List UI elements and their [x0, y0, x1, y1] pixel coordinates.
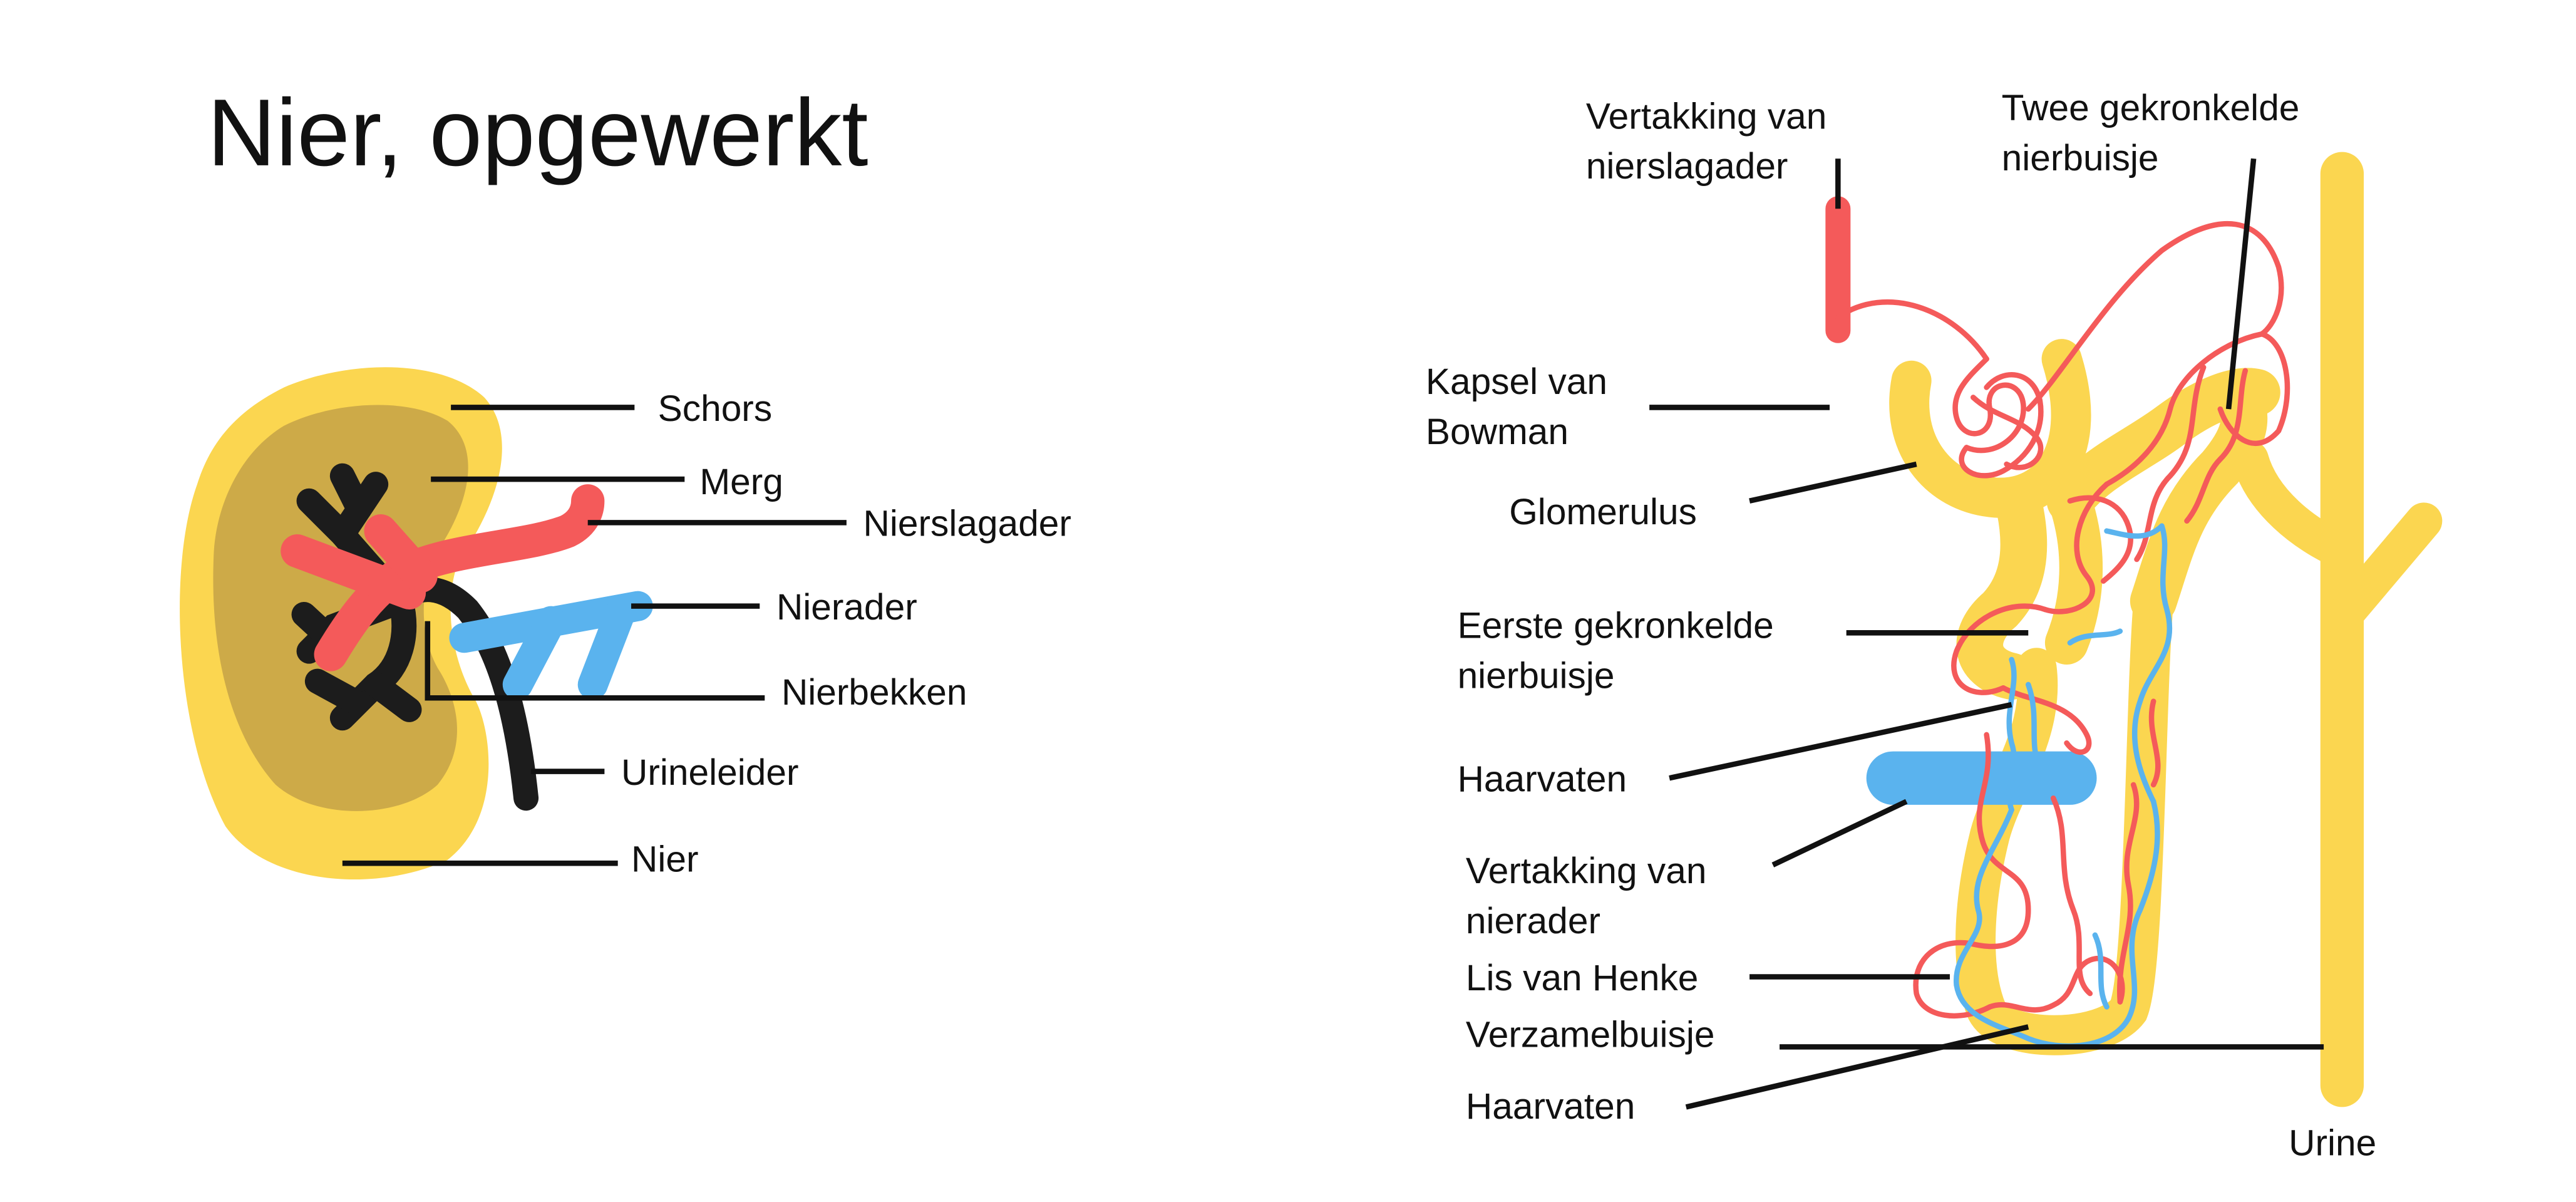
label-schors: Schors	[658, 388, 772, 429]
right-leader-lines	[1649, 158, 2324, 1110]
label-nierader: Nierader	[776, 587, 917, 628]
label-vertakking-ader-1: Vertakking van	[1466, 851, 1707, 891]
label-urineleider: Urineleider	[621, 752, 798, 793]
label-verzamelbuisje: Verzamelbuisje	[1466, 1014, 1715, 1055]
kidney-illustration: Nier, opgewerkt Schors Merg Nierslagader…	[180, 80, 1071, 880]
nephron-illustration: Vertakking van nierslagader Twee gekronk…	[1426, 88, 2443, 1164]
label-haarvaten-2: Haarvaten	[1466, 1086, 1635, 1127]
label-vertakking-slagader-1: Vertakking van	[1586, 96, 1827, 137]
label-vertakking-ader-2: nierader	[1466, 901, 1600, 941]
label-eerste-gekronkelde-1: Eerste gekronkelde	[1458, 605, 1774, 646]
label-twee-gekronkelde-2: nierbuisje	[2002, 138, 2159, 179]
left-title: Nier, opgewerkt	[207, 80, 868, 186]
label-nierslagader: Nierslagader	[863, 504, 1071, 544]
collecting-duct	[2232, 152, 2443, 1107]
left-leader-lines	[342, 405, 847, 866]
label-haarvaten-1: Haarvaten	[1458, 759, 1627, 800]
label-urine: Urine	[2289, 1123, 2376, 1164]
renal-artery	[281, 484, 605, 671]
label-kapsel-2: Bowman	[1426, 412, 1569, 452]
red-capillaries	[1835, 221, 2290, 1019]
renal-vein	[449, 591, 653, 700]
label-merg: Merg	[699, 462, 783, 502]
label-glomerulus: Glomerulus	[1509, 492, 1697, 532]
label-kapsel-1: Kapsel van	[1426, 361, 1607, 402]
label-lis-van-henke: Lis van Henke	[1466, 958, 1699, 998]
blue-capillaries	[1954, 523, 2173, 1049]
label-twee-gekronkelde-1: Twee gekronkelde	[2002, 88, 2300, 128]
label-vertakking-slagader-2: nierslagader	[1586, 146, 1788, 187]
label-eerste-gekronkelde-2: nierbuisje	[1458, 655, 1615, 696]
label-nierbekken: Nierbekken	[781, 672, 967, 713]
label-nier: Nier	[631, 839, 698, 880]
